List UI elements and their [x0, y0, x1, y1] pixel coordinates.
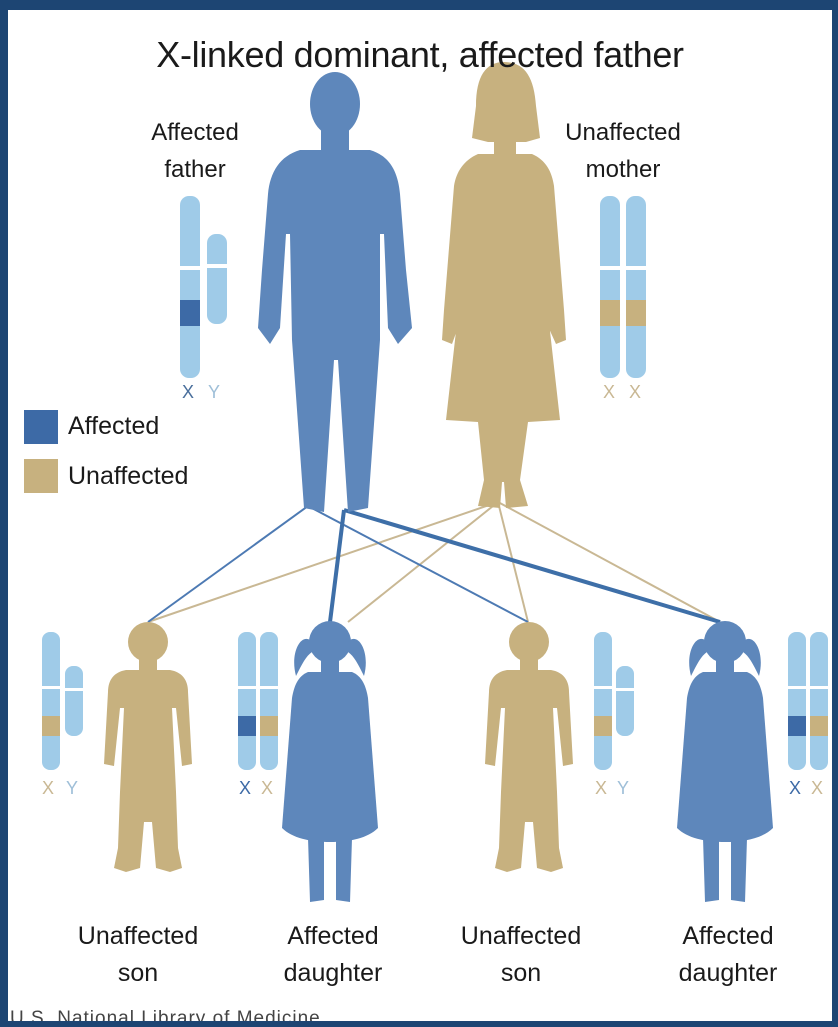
father-chromosomes — [180, 196, 227, 378]
line-mother-daughter2 — [498, 502, 720, 622]
daughter2-chromosome-x-label: X — [789, 778, 802, 799]
child1-label: Unaffected son — [53, 918, 223, 992]
daughter1-chromosome-x-label: X — [239, 778, 252, 799]
child3-label: Unaffected son — [436, 918, 606, 992]
line-father-daughter1 — [330, 510, 344, 622]
line-father-son1 — [148, 506, 308, 622]
legend-unaffected-label: Unaffected — [68, 462, 188, 491]
daughter1-chromosome-x2-label: X — [261, 778, 274, 799]
pedigree-lines — [148, 502, 720, 622]
line-father-daughter2 — [344, 510, 720, 622]
boy-silhouette-icon — [104, 622, 192, 872]
legend-affected-label: Affected — [68, 412, 159, 441]
mother-chromosomes — [600, 196, 646, 378]
boy-silhouette-icon — [485, 622, 573, 872]
daughter1-chromosomes — [238, 632, 278, 770]
father-chromosome-x-label: X — [182, 382, 195, 403]
diagram-title: X-linked dominant, affected father — [8, 34, 832, 76]
son1-chromosome-y-label: Y — [66, 778, 79, 799]
mother-label: Unaffected mother — [548, 114, 698, 188]
legend-affected-swatch — [24, 410, 58, 444]
daughter2-chromosomes — [788, 632, 828, 770]
girl-silhouette-icon — [282, 621, 378, 902]
father-label: Affected father — [130, 114, 260, 188]
child4-label: Affected daughter — [653, 918, 803, 992]
son1-chromosomes — [42, 632, 83, 770]
line-mother-son1 — [148, 502, 498, 622]
son2-chromosomes — [594, 632, 634, 770]
mother-chromosome-x-label: X — [603, 382, 616, 403]
son2-chromosome-x-label: X — [595, 778, 608, 799]
father-chromosome-y-label: Y — [208, 382, 221, 403]
mother-chromosome-x2-label: X — [629, 382, 642, 403]
son1-chromosome-x-label: X — [42, 778, 55, 799]
girl-silhouette-icon — [677, 621, 773, 902]
legend-unaffected-swatch — [24, 459, 58, 493]
son2-chromosome-y-label: Y — [617, 778, 630, 799]
daughter2-chromosome-x2-label: X — [811, 778, 824, 799]
credit-line: U.S. National Library of Medicine — [10, 1008, 321, 1027]
child2-label: Affected daughter — [258, 918, 408, 992]
line-mother-daughter1 — [348, 502, 498, 622]
man-silhouette-icon — [258, 72, 412, 512]
